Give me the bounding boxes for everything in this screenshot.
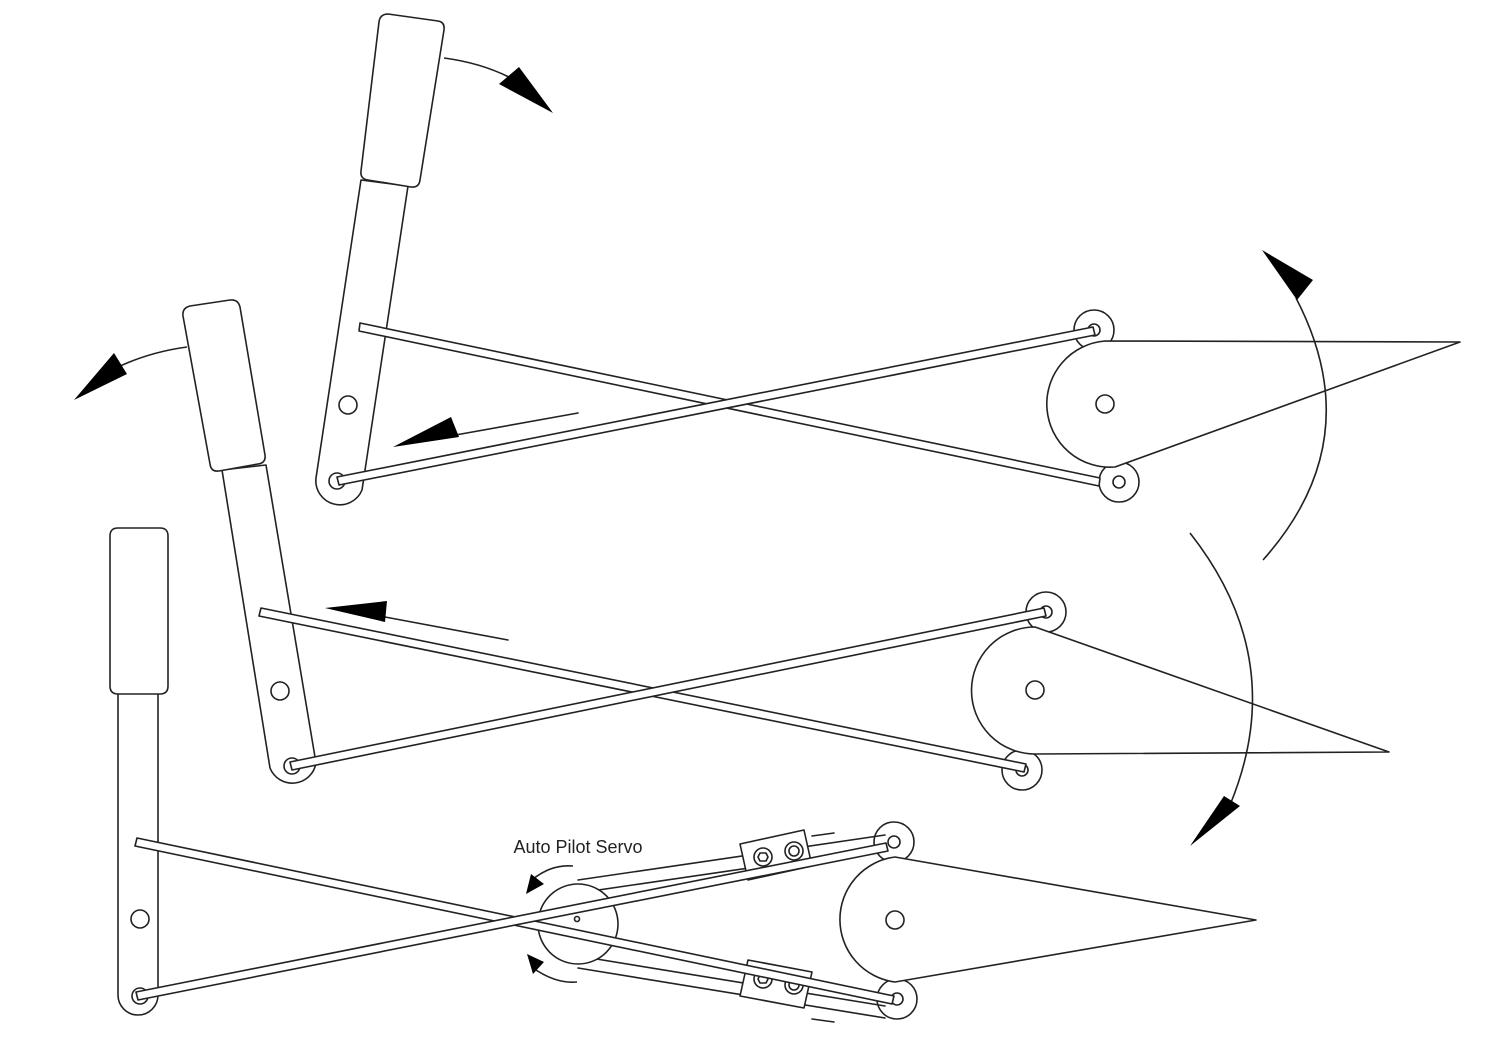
arrowhead-quadrant-lower bbox=[1190, 796, 1240, 846]
arrowhead-servo-upper bbox=[526, 874, 544, 894]
servo-rotation-arrows bbox=[526, 864, 578, 984]
rotation-arc-quadrant-lower bbox=[1189, 532, 1254, 806]
servo-label: Auto Pilot Servo bbox=[513, 837, 642, 857]
motion-line-top bbox=[449, 412, 579, 437]
linkage-bottom: Auto Pilot Servo bbox=[109, 527, 1257, 1023]
rotation-arc-stick-middle bbox=[117, 346, 188, 368]
arrowhead-stick-top bbox=[499, 67, 553, 113]
arrowhead-quadrant-upper bbox=[1262, 250, 1313, 300]
control-stick-bottom bbox=[109, 527, 169, 1016]
pushrods-middle bbox=[258, 607, 1047, 773]
arrowhead-pushrod-top bbox=[393, 417, 459, 447]
control-stick-middle bbox=[182, 299, 317, 784]
pushrods-top bbox=[336, 322, 1101, 487]
motion-line-middle bbox=[384, 616, 509, 641]
arrowhead-servo-lower bbox=[527, 954, 544, 974]
control-stick-top bbox=[315, 13, 445, 506]
arrowhead-pushrod-middle bbox=[325, 601, 387, 622]
pushrods-bottom bbox=[134, 837, 895, 1005]
arrowhead-stick-middle bbox=[74, 353, 127, 400]
quadrant-middle bbox=[970, 591, 1390, 791]
quadrant-bottom bbox=[839, 821, 1257, 1020]
rotation-arc-quadrant-upper bbox=[1262, 297, 1327, 561]
linkage-top bbox=[315, 13, 1461, 506]
quadrant-top bbox=[1046, 309, 1461, 503]
servo-cables bbox=[577, 832, 886, 1023]
linkage-middle bbox=[74, 299, 1390, 791]
